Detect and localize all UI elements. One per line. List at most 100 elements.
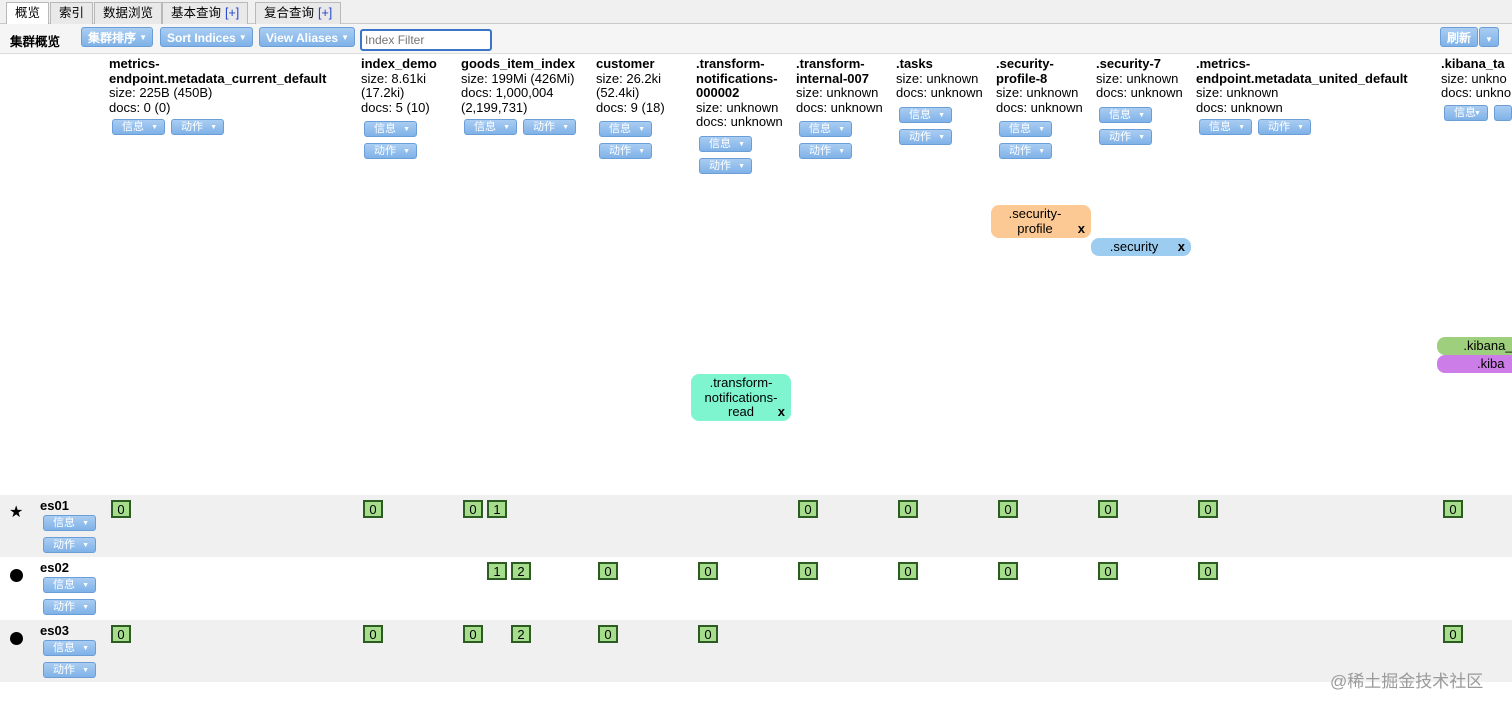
refresh-options-button[interactable]: ▼ xyxy=(1479,27,1499,47)
sort-cluster-button[interactable]: 集群排序▼ xyxy=(81,27,154,47)
shard-box[interactable]: 0 xyxy=(998,500,1018,518)
index-name[interactable]: .transform-internal-007 xyxy=(796,56,869,86)
index-name[interactable]: index_demo xyxy=(361,56,437,71)
index-name[interactable]: .tasks xyxy=(896,56,933,71)
index-info-button[interactable]: 信息▼ xyxy=(112,119,165,135)
index-info-button[interactable]: 信息▼ xyxy=(1199,119,1252,135)
index-name[interactable]: .kibana_ta xyxy=(1441,57,1505,71)
tab-plus[interactable]: [+] xyxy=(225,6,240,20)
tab-basic-query[interactable]: 基本查询[+] xyxy=(162,2,249,24)
refresh-button[interactable]: 刷新 xyxy=(1440,27,1478,47)
index-info-button[interactable]: 信息▼ xyxy=(464,119,517,135)
shard-box[interactable]: 0 xyxy=(698,562,718,580)
shard-box[interactable]: 0 xyxy=(1443,625,1463,643)
index-info-button[interactable]: 信息▼ xyxy=(999,121,1052,137)
index-info-button[interactable]: 信息▼ xyxy=(899,106,952,123)
index-info-button[interactable]: 信息▼ xyxy=(364,121,417,137)
button-label: 信息 xyxy=(122,121,144,133)
shard-box[interactable]: 0 xyxy=(1198,562,1218,580)
button-label: 信息 xyxy=(1454,106,1476,119)
index-info-button[interactable]: 信息▼ xyxy=(699,135,752,152)
shard-box[interactable]: 0 xyxy=(363,500,383,518)
close-icon[interactable]: x xyxy=(1077,220,1085,236)
index-filter-input[interactable] xyxy=(360,29,492,51)
index-info-button[interactable]: 信息▼ xyxy=(799,121,852,137)
shard-box[interactable]: 0 xyxy=(598,625,618,643)
shard-box[interactable]: 1 xyxy=(487,562,507,580)
tab-plus[interactable]: [+] xyxy=(318,6,333,20)
shard-box[interactable]: 0 xyxy=(111,625,131,643)
index-action-button[interactable]: 动作▼ xyxy=(799,143,852,159)
alias-label: .kiba xyxy=(1477,356,1505,371)
index-action-button[interactable]: 动作▼ xyxy=(1258,119,1311,135)
close-icon[interactable]: x xyxy=(1177,239,1185,254)
shard-box[interactable]: 0 xyxy=(798,562,818,580)
alias-transform-notifications-read[interactable]: .transform-notifications-read x xyxy=(691,374,791,421)
index-action-button[interactable]: 动作▼ xyxy=(999,143,1052,159)
shard-box[interactable]: 2 xyxy=(511,562,531,580)
tab-indices[interactable]: 索引 xyxy=(50,2,94,24)
index-name[interactable]: .security-7 xyxy=(1096,56,1162,71)
shard-box[interactable]: 0 xyxy=(463,625,483,643)
button-label: 信息 xyxy=(1209,121,1231,133)
alias-kiba[interactable]: .kiba xyxy=(1437,355,1512,373)
node-name[interactable]: es02 xyxy=(40,560,69,575)
sort-indices-button[interactable]: Sort Indices▼ xyxy=(160,27,253,47)
alias-security-profile[interactable]: .security-profile x xyxy=(991,205,1091,238)
index-docs: docs: 0 (0) xyxy=(109,99,171,115)
index-name[interactable]: customer xyxy=(596,56,655,71)
shard-box[interactable]: 0 xyxy=(798,500,818,518)
shard-box[interactable]: 0 xyxy=(463,500,483,518)
shard-box[interactable]: 0 xyxy=(598,562,618,580)
button-label: 动作 xyxy=(809,145,831,157)
shard-box[interactable]: 0 xyxy=(898,500,918,518)
index-action-button[interactable]: 动作▼ xyxy=(364,143,417,159)
shard-box[interactable]: 2 xyxy=(511,625,531,643)
index-action-button[interactable]: 动作▼ xyxy=(523,119,576,135)
view-aliases-button[interactable]: View Aliases▼ xyxy=(259,27,356,47)
caret-down-icon: ▼ xyxy=(82,582,89,589)
alias-kibana[interactable]: .kibana_ xyxy=(1437,337,1512,355)
caret-down-icon: ▼ xyxy=(1297,124,1304,131)
index-action-button[interactable]: 动作▼ xyxy=(599,143,652,159)
shard-box[interactable]: 0 xyxy=(111,500,131,518)
shard-box[interactable]: 0 xyxy=(998,562,1018,580)
index-name[interactable]: .metrics-endpoint.metadata_united_defaul… xyxy=(1196,56,1408,86)
alias-security[interactable]: .security x xyxy=(1091,238,1191,256)
caret-down-icon: ▼ xyxy=(738,140,745,148)
node-name[interactable]: es03 xyxy=(40,623,69,638)
node-info-button[interactable]: 信息▼ xyxy=(43,515,96,531)
index-info-button[interactable]: 信息▼ xyxy=(1099,106,1152,123)
index-name[interactable]: .transform-notifications-000002 xyxy=(696,56,778,100)
shard-box[interactable]: 0 xyxy=(363,625,383,643)
close-icon[interactable]: x xyxy=(777,403,785,419)
index-name[interactable]: .security-profile-8 xyxy=(996,56,1054,86)
tab-overview[interactable]: 概览 xyxy=(6,2,50,25)
node-action-button[interactable]: 动作▼ xyxy=(43,599,96,615)
tab-browser[interactable]: 数据浏览 xyxy=(94,2,163,24)
index-info-button[interactable]: 信息▼ xyxy=(1444,104,1488,121)
tab-compound-query[interactable]: 复合查询[+] xyxy=(255,2,342,24)
index-action-button[interactable]: 动作▼ xyxy=(171,119,224,135)
shard-box[interactable]: 0 xyxy=(1443,500,1463,518)
index-size: size: 225B (450B) xyxy=(109,85,213,100)
shard-box[interactable]: 0 xyxy=(898,562,918,580)
node-name[interactable]: es01 xyxy=(40,498,69,513)
shard-box[interactable]: 0 xyxy=(1198,500,1218,518)
node-action-button[interactable]: 动作▼ xyxy=(43,537,96,553)
shard-box[interactable]: 0 xyxy=(1098,562,1118,580)
index-action-button[interactable] xyxy=(1493,104,1512,121)
index-action-button[interactable]: 动作▼ xyxy=(899,128,952,145)
index-size: size: 26.2ki (52.4ki) xyxy=(596,70,662,100)
index-name[interactable]: goods_item_index xyxy=(461,56,576,71)
node-info-button[interactable]: 信息▼ xyxy=(43,577,96,593)
node-action-button[interactable]: 动作▼ xyxy=(43,662,96,678)
index-action-button[interactable]: 动作▼ xyxy=(699,157,752,174)
index-name[interactable]: metrics-endpoint.metadata_current_defaul… xyxy=(109,56,327,86)
index-info-button[interactable]: 信息▼ xyxy=(599,121,652,137)
shard-box[interactable]: 0 xyxy=(1098,500,1118,518)
shard-box[interactable]: 0 xyxy=(698,625,718,643)
shard-box[interactable]: 1 xyxy=(487,500,507,518)
node-info-button[interactable]: 信息▼ xyxy=(43,640,96,656)
index-action-button[interactable]: 动作▼ xyxy=(1099,128,1152,145)
